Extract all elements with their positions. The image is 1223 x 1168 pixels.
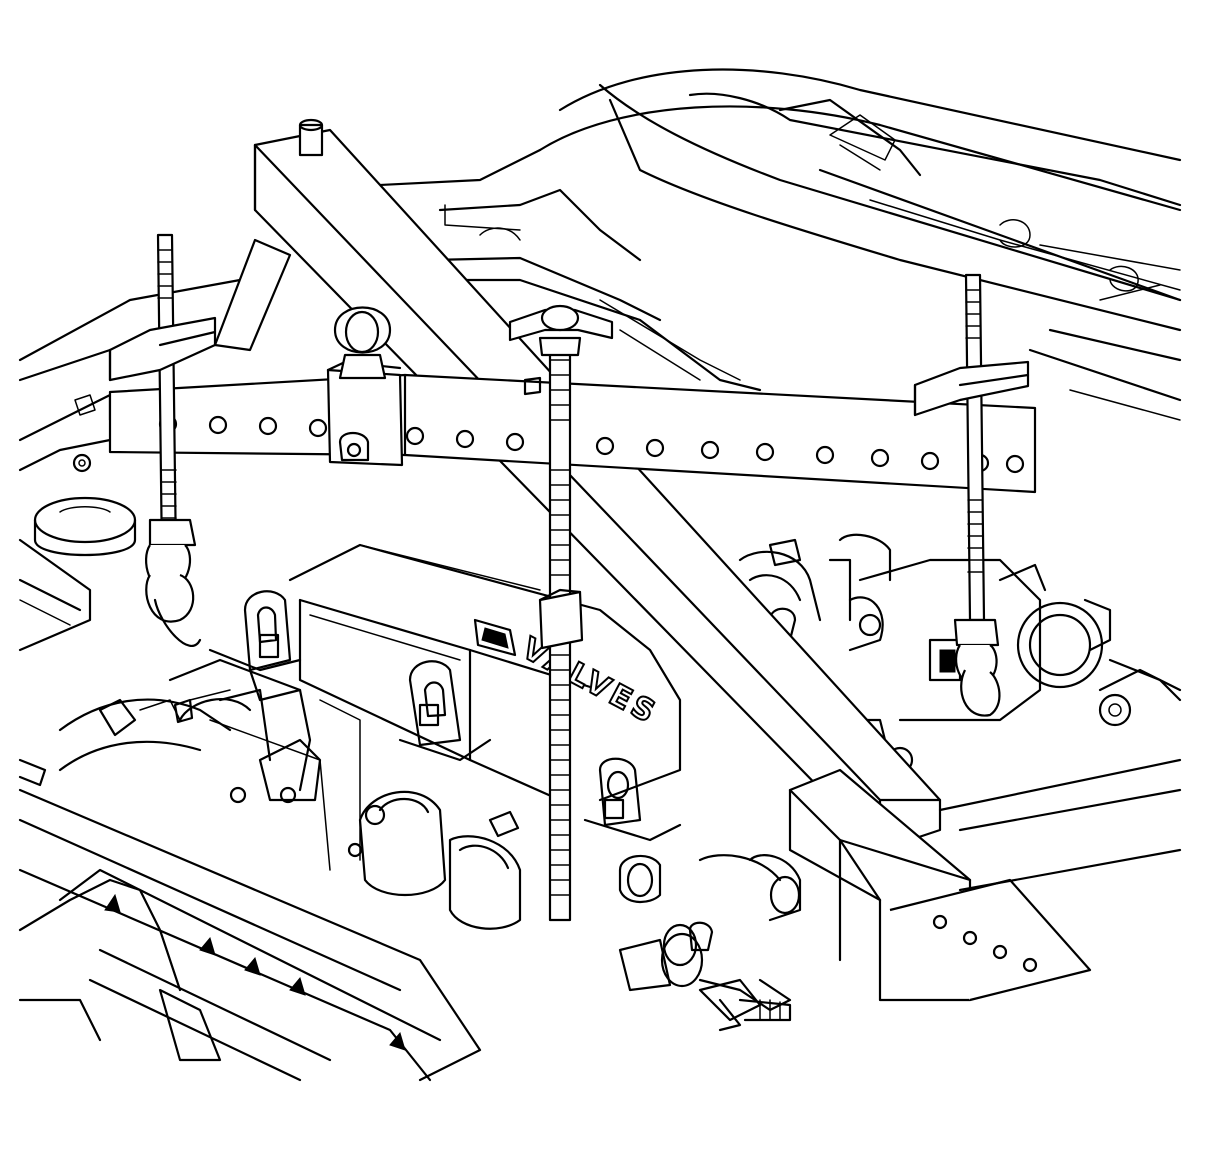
center-threaded-rod xyxy=(508,304,614,922)
timing-cover xyxy=(168,658,322,804)
center-lift-bracket xyxy=(398,660,492,762)
right-threaded-rod xyxy=(913,273,1030,717)
diagonal-support-beam xyxy=(253,118,942,852)
cross-bar-holes xyxy=(158,414,1025,474)
left-hoses xyxy=(58,698,232,772)
cowl-panel xyxy=(538,68,1182,421)
lower-connector xyxy=(618,932,792,1022)
battery-box xyxy=(18,538,92,652)
cross-bar-slider-block xyxy=(326,306,404,467)
fixture-front-foot xyxy=(788,758,1182,1002)
reservoir-cap xyxy=(33,453,137,557)
engine-cover-text: VALVES xyxy=(516,631,664,732)
right-lift-bracket xyxy=(583,757,682,842)
radiator-support xyxy=(18,758,482,1082)
left-lift-bracket xyxy=(208,590,302,702)
exhaust-manifold xyxy=(209,699,522,930)
throttle-body xyxy=(858,558,1182,727)
engine-cover-logo xyxy=(473,618,517,657)
support-leg xyxy=(213,238,292,352)
left-threaded-rod xyxy=(108,233,217,647)
